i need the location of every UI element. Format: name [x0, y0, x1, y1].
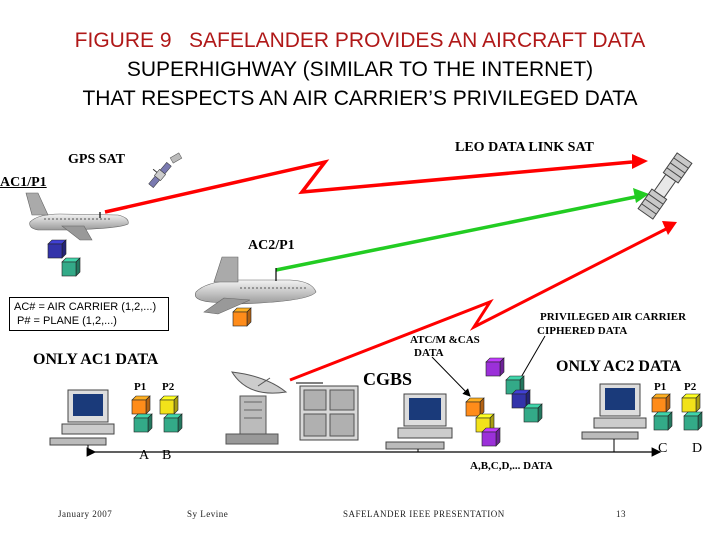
p2-cube-yellow: [159, 395, 179, 415]
d-label: D: [692, 441, 703, 456]
red-data-link: [104, 159, 633, 214]
legend-line-2: P# = PLANE (1,2,...): [17, 315, 117, 327]
p2-right-cube-teal: [683, 411, 703, 431]
cgbs-label: CGBS: [363, 369, 413, 389]
computer-cgbs-icon: [385, 393, 453, 450]
leo-satellite-icon: [637, 152, 693, 220]
p1-cube-teal: [133, 413, 153, 433]
p2-left-label: P2: [162, 381, 175, 393]
aircraft-ac1-icon: [25, 192, 129, 241]
only-ac2-data-label: ONLY AC2 DATA: [556, 358, 682, 375]
computer-ac2-icon: [581, 383, 647, 440]
green-link-arrowhead: [633, 188, 649, 203]
footer-page-number: 13: [616, 509, 626, 519]
footer-presentation: SAFELANDER IEEE PRESENTATION: [343, 509, 505, 519]
title-line-2: SUPERHIGHWAY (SIMILAR TO THE INTERNET): [126, 58, 594, 81]
only-ac1-data-label: ONLY AC1 DATA: [33, 351, 159, 368]
ac1-cube-teal: [61, 257, 81, 277]
p1-left-label: P1: [134, 381, 147, 393]
leo-sat-label: LEO DATA LINK SAT: [455, 140, 594, 155]
privileged-label-line1: PRIVILEGED AIR CARRIER: [540, 311, 687, 323]
privileged-label-line2: CIPHERED DATA: [537, 325, 628, 337]
cgbs-cube-blue: [511, 389, 531, 409]
ac1-cube-blue: [47, 239, 67, 259]
p2-right-label: P2: [684, 381, 697, 393]
ac2-label: AC2/P1: [248, 238, 295, 253]
legend-line-1: AC# = AIR CARRIER (1,2,...): [14, 301, 157, 313]
atc-pointer-arrow: [431, 356, 471, 397]
cgbs-cube-purple-2: [481, 427, 501, 447]
cgbs-cube-teal-2: [523, 403, 543, 423]
gps-satellite-2-icon: [169, 152, 183, 164]
title-line-3: THAT RESPECTS AN AIR CARRIER’S PRIVILEGE…: [82, 87, 638, 110]
b-label: B: [162, 448, 172, 463]
c-label: C: [658, 441, 668, 456]
p1-right-cube-orange: [651, 393, 671, 413]
abcd-data-label: A,B,C,D,... DATA: [470, 460, 553, 472]
footer-author: Sy Levine: [187, 509, 229, 519]
p2-cube-teal: [163, 413, 183, 433]
figure-title: FIGURE 9 SAFELANDER PROVIDES AN AIRCRAFT…: [0, 26, 720, 113]
figure-label: FIGURE 9: [74, 29, 172, 52]
ac2-cube-orange: [232, 307, 252, 327]
red-ground-link: [289, 226, 669, 382]
legend-box: AC# = AIR CARRIER (1,2,...) P# = PLANE (…: [9, 297, 169, 331]
ground-link-arrowhead: [662, 221, 677, 235]
footer-date: January 2007: [58, 509, 113, 519]
equipment-rack-icon: [299, 385, 359, 441]
red-link-arrowhead: [632, 154, 648, 169]
cgbs-cube-purple: [485, 357, 505, 377]
p2-right-cube-yellow: [681, 393, 701, 413]
atc-label-line1: ATC/M &CAS: [410, 334, 480, 346]
cgbs-cube-orange: [465, 397, 485, 417]
data-cubes: [47, 239, 703, 447]
green-data-link: [275, 194, 641, 272]
p1-right-label: P1: [654, 381, 667, 393]
ac1-label: AC1/P1: [0, 175, 47, 190]
gps-satellite-icon: [148, 161, 172, 189]
a-label: A: [139, 448, 150, 463]
atc-label-line2: DATA: [414, 347, 444, 359]
computer-ac1-icon: [49, 389, 115, 446]
satellite-dish-icon: [225, 371, 288, 445]
gps-sat-label: GPS SAT: [68, 152, 125, 167]
title-line-1: SAFELANDER PROVIDES AN AIRCRAFT DATA: [189, 29, 646, 52]
aircraft-ac2-icon: [195, 256, 317, 315]
p1-cube-orange: [131, 395, 151, 415]
p1-right-cube-teal: [653, 411, 673, 431]
